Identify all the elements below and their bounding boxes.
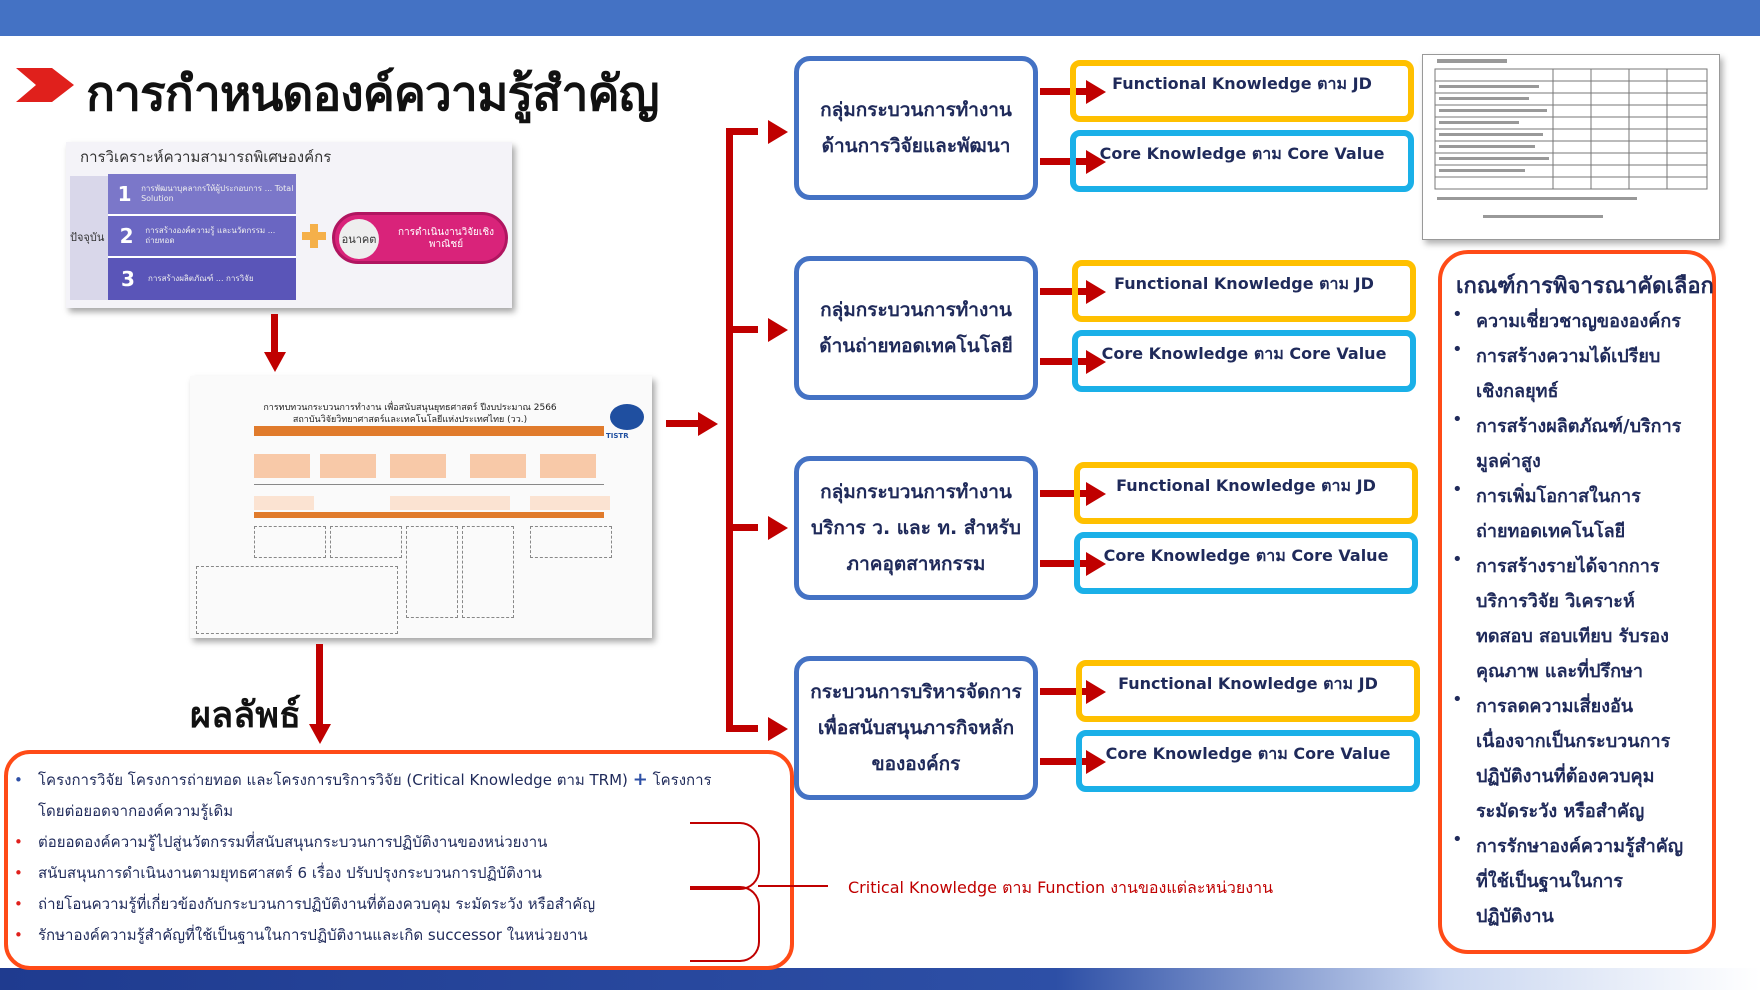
competency-rows: 1 การพัฒนาบุคลากรให้ผู้ประกอบการ ... Tot… [108,174,296,300]
criteria-item: • การเพิ่มโอกาสในการถ่ายทอดเทคโนโลยี [1452,479,1641,542]
result-item: •รักษาองค์ความรู้สำคัญที่ใช้เป็นฐานในการ… [14,926,588,944]
arrow-right-head [1086,680,1106,704]
brace-top [690,822,760,890]
tistr-logo [610,404,644,430]
criteria-title: เกณฑ์การพิจารณาคัดเลือก [1456,274,1714,299]
page-title: การกำหนดองค์ความรู้สำคัญ [86,66,660,122]
chevron-right-icon [16,68,74,102]
criteria-item: • การสร้างรายได้จากการบริการวิจัย วิเครา… [1452,549,1669,682]
functional-knowledge-box: Functional Knowledge ตาม JD [1074,462,1418,524]
criteria-item: • การสร้างความได้เปรียบเชิงกลยุทธ์ [1452,339,1661,402]
group-box-management: กระบวนการบริหารจัดการ เพื่อสนับสนุนภารกิ… [794,656,1038,800]
arrow-right-head [1086,552,1106,576]
core-knowledge-box: Core Knowledge ตาม Core Value [1070,130,1414,192]
plus-icon [302,224,326,248]
criteria-item: • การสร้างผลิตภัณฑ์/บริการมูลค่าสูง [1452,409,1682,472]
strategy-cell [254,454,310,478]
arrow-right-head [768,717,788,741]
criteria-panel [1438,250,1716,954]
arrow-right-head [1086,350,1106,374]
arrow-right-head [768,120,788,144]
result-item: •ต่อยอดองค์ความรู้ไปสู่นวัตกรรมที่สนับสน… [14,833,548,851]
strategy-cell [390,454,446,478]
arrow-right-head [1086,482,1106,506]
side-label: ปัจจุบัน [70,231,105,244]
arrow-right-head [768,516,788,540]
arrow-right-head [698,412,718,436]
strategy-process-image: การทบทวนกระบวนการทำงาน เพื่อสนับสนุนยุทธ… [190,376,652,638]
brace-connector [758,885,828,887]
strategy-bar [254,426,604,436]
top-banner-bar [0,0,1760,36]
criteria-item: • การรักษาองค์ความรู้สำคัญที่ใช้เป็นฐานใ… [1452,829,1684,927]
arrow-right-head [1086,150,1106,174]
result-item-continued: โดยต่อยอดจากองค์ความรู้เดิม [38,802,234,820]
criteria-item: • ความเชี่ยวชาญขององค์กร [1452,304,1681,332]
results-list: •โครงการวิจัย โครงการถ่ายทอด และโครงการบ… [14,764,784,951]
bottom-banner-bar [0,968,1760,990]
arrow-down-head [264,352,286,372]
knowledge-form-image [1422,54,1720,240]
core-knowledge-box: Core Knowledge ตาม Core Value [1074,532,1418,594]
arrow-right-head [768,318,788,342]
criteria-list: • ความเชี่ยวชาญขององค์กร • การสร้างความไ… [1452,304,1714,934]
strategy-cell [320,454,376,478]
competency-image-title: การวิเคราะห์ความสามารถพิเศษองค์กร [80,148,332,166]
arrow-down-head [309,724,331,744]
strategy-cell [540,454,596,478]
result-item: •โครงการวิจัย โครงการถ่ายทอด และโครงการบ… [14,769,712,790]
criteria-item: • การลดความเสี่ยงอันเนื่องจากเป็นกระบวนก… [1452,689,1671,822]
functional-knowledge-box: Functional Knowledge ตาม JD [1070,60,1414,122]
competency-row: 1 การพัฒนาบุคลากรให้ผู้ประกอบการ ... Tot… [108,174,296,216]
group-box-services: กลุ่มกระบวนการทำงาน บริการ ว. และ ท. สำห… [794,456,1038,600]
group-box-rnd: กลุ่มกระบวนการทำงาน ด้านการวิจัยและพัฒนา [794,56,1038,200]
competency-row: 2 การสร้างองค์ความรู้ และนวัตกรรม ... ถ่… [108,216,296,258]
brace-bottom [690,886,760,962]
arrow-down-line [271,314,278,354]
core-knowledge-box: Core Knowledge ตาม Core Value [1076,730,1420,792]
functional-knowledge-box: Functional Knowledge ตาม JD [1076,660,1420,722]
side-label-band [70,176,108,300]
arrow-down-line [316,644,323,726]
functional-knowledge-box: Functional Knowledge ตาม JD [1072,260,1416,322]
critical-knowledge-note: Critical Knowledge ตาม Function งานของแต… [848,878,1274,897]
future-pill: อนาคต การดำเนินงานวิจัยเชิงพาณิชย์ [332,212,508,264]
arrow-right-head [1086,280,1106,304]
arrow-right-line [666,420,700,427]
competency-row: 3 การสร้างผลิตภัณฑ์ ... การวิจัย [108,258,296,300]
results-panel [4,750,794,970]
core-knowledge-box: Core Knowledge ตาม Core Value [1072,330,1416,392]
strategy-cell [470,454,526,478]
result-item: •ถ่ายโอนความรู้ที่เกี่ยวข้องกับกระบวนการ… [14,895,596,913]
results-label: ผลลัพธ์ [190,695,301,736]
arrow-right-head [1086,750,1106,774]
arrow-right-head [1086,80,1106,104]
group-box-tech-transfer: กลุ่มกระบวนการทำงาน ด้านถ่ายทอดเทคโนโลยี [794,256,1038,400]
result-item: •สนับสนุนการดำเนินงานตามยุทธศาสตร์ 6 เรื… [14,864,542,882]
branch-trunk [726,128,733,732]
